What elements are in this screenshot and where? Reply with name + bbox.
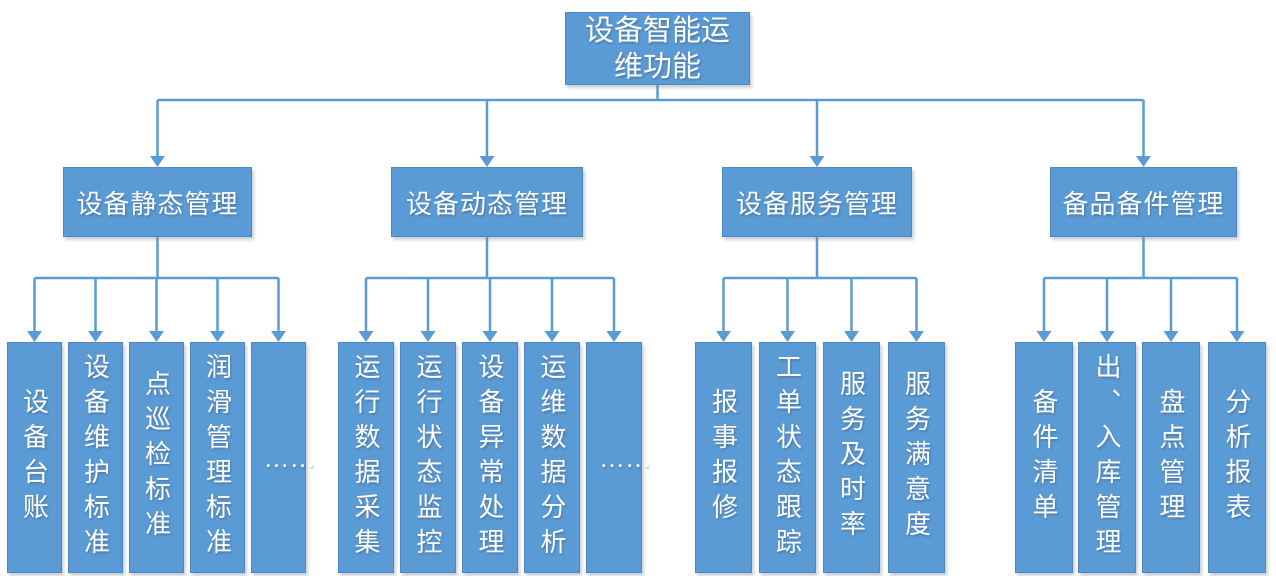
connector-path [33, 85, 1239, 333]
leaf-node: 设备异常处理 [462, 342, 518, 573]
leaf-node: 出、入库管理 [1078, 342, 1136, 573]
leaf-label: 运行数据采集 [351, 352, 381, 563]
leaf-node: 设备台账 [7, 342, 62, 573]
leaf-label: 运行状态监控 [413, 352, 443, 563]
leaf-label: 报事报修 [708, 387, 739, 528]
leaf-node: 运行数据采集 [338, 342, 394, 573]
leaf-label: 设备异常处理 [475, 352, 505, 563]
leaf-label: 服务及时率 [836, 370, 867, 545]
leaf-node-ellipsis: …… [251, 342, 316, 573]
leaf-label: 工单状态跟踪 [772, 352, 803, 563]
leaf-node: 服务满意度 [888, 342, 945, 573]
leaf-label: 润滑管理标准 [202, 352, 233, 563]
leaf-node: 运行状态监控 [400, 342, 456, 573]
leaf-node: 服务及时率 [823, 342, 880, 573]
leaf-node: 报事报修 [695, 342, 752, 573]
leaf-node: 点巡检标准 [129, 342, 184, 573]
leaf-label: 设备维护标准 [80, 352, 111, 563]
leaf-label: 出、入库管理 [1092, 352, 1122, 563]
branch-node-service-mgmt: 设备服务管理 [722, 167, 912, 237]
leaf-node: 运维数据分析 [524, 342, 580, 573]
leaf-label: 设备台账 [19, 387, 50, 528]
leaf-node: 工单状态跟踪 [759, 342, 816, 573]
leaf-label: 运维数据分析 [537, 352, 567, 563]
branch-node-dynamic-mgmt: 设备动态管理 [391, 167, 583, 237]
leaf-label: 备件清单 [1029, 387, 1059, 528]
leaf-label: …… [263, 442, 316, 473]
leaf-label: 服务满意度 [901, 370, 932, 545]
leaf-label: 盘点管理 [1156, 387, 1186, 528]
leaf-label: 点巡检标准 [141, 370, 172, 545]
branch-node-static-mgmt: 设备静态管理 [63, 167, 252, 237]
leaf-node-ellipsis: …… [586, 342, 651, 573]
leaf-node: 润滑管理标准 [190, 342, 245, 573]
leaf-node: 分析报表 [1208, 342, 1266, 573]
leaf-node: 设备维护标准 [68, 342, 123, 573]
leaf-node: 备件清单 [1015, 342, 1073, 573]
leaf-label: …… [599, 442, 651, 473]
leaf-label: 分析报表 [1222, 387, 1252, 528]
root-node: 设备智能运维功能 [565, 12, 750, 85]
branch-node-spareparts-mgmt: 备品备件管理 [1050, 167, 1237, 237]
leaf-node: 盘点管理 [1142, 342, 1200, 573]
